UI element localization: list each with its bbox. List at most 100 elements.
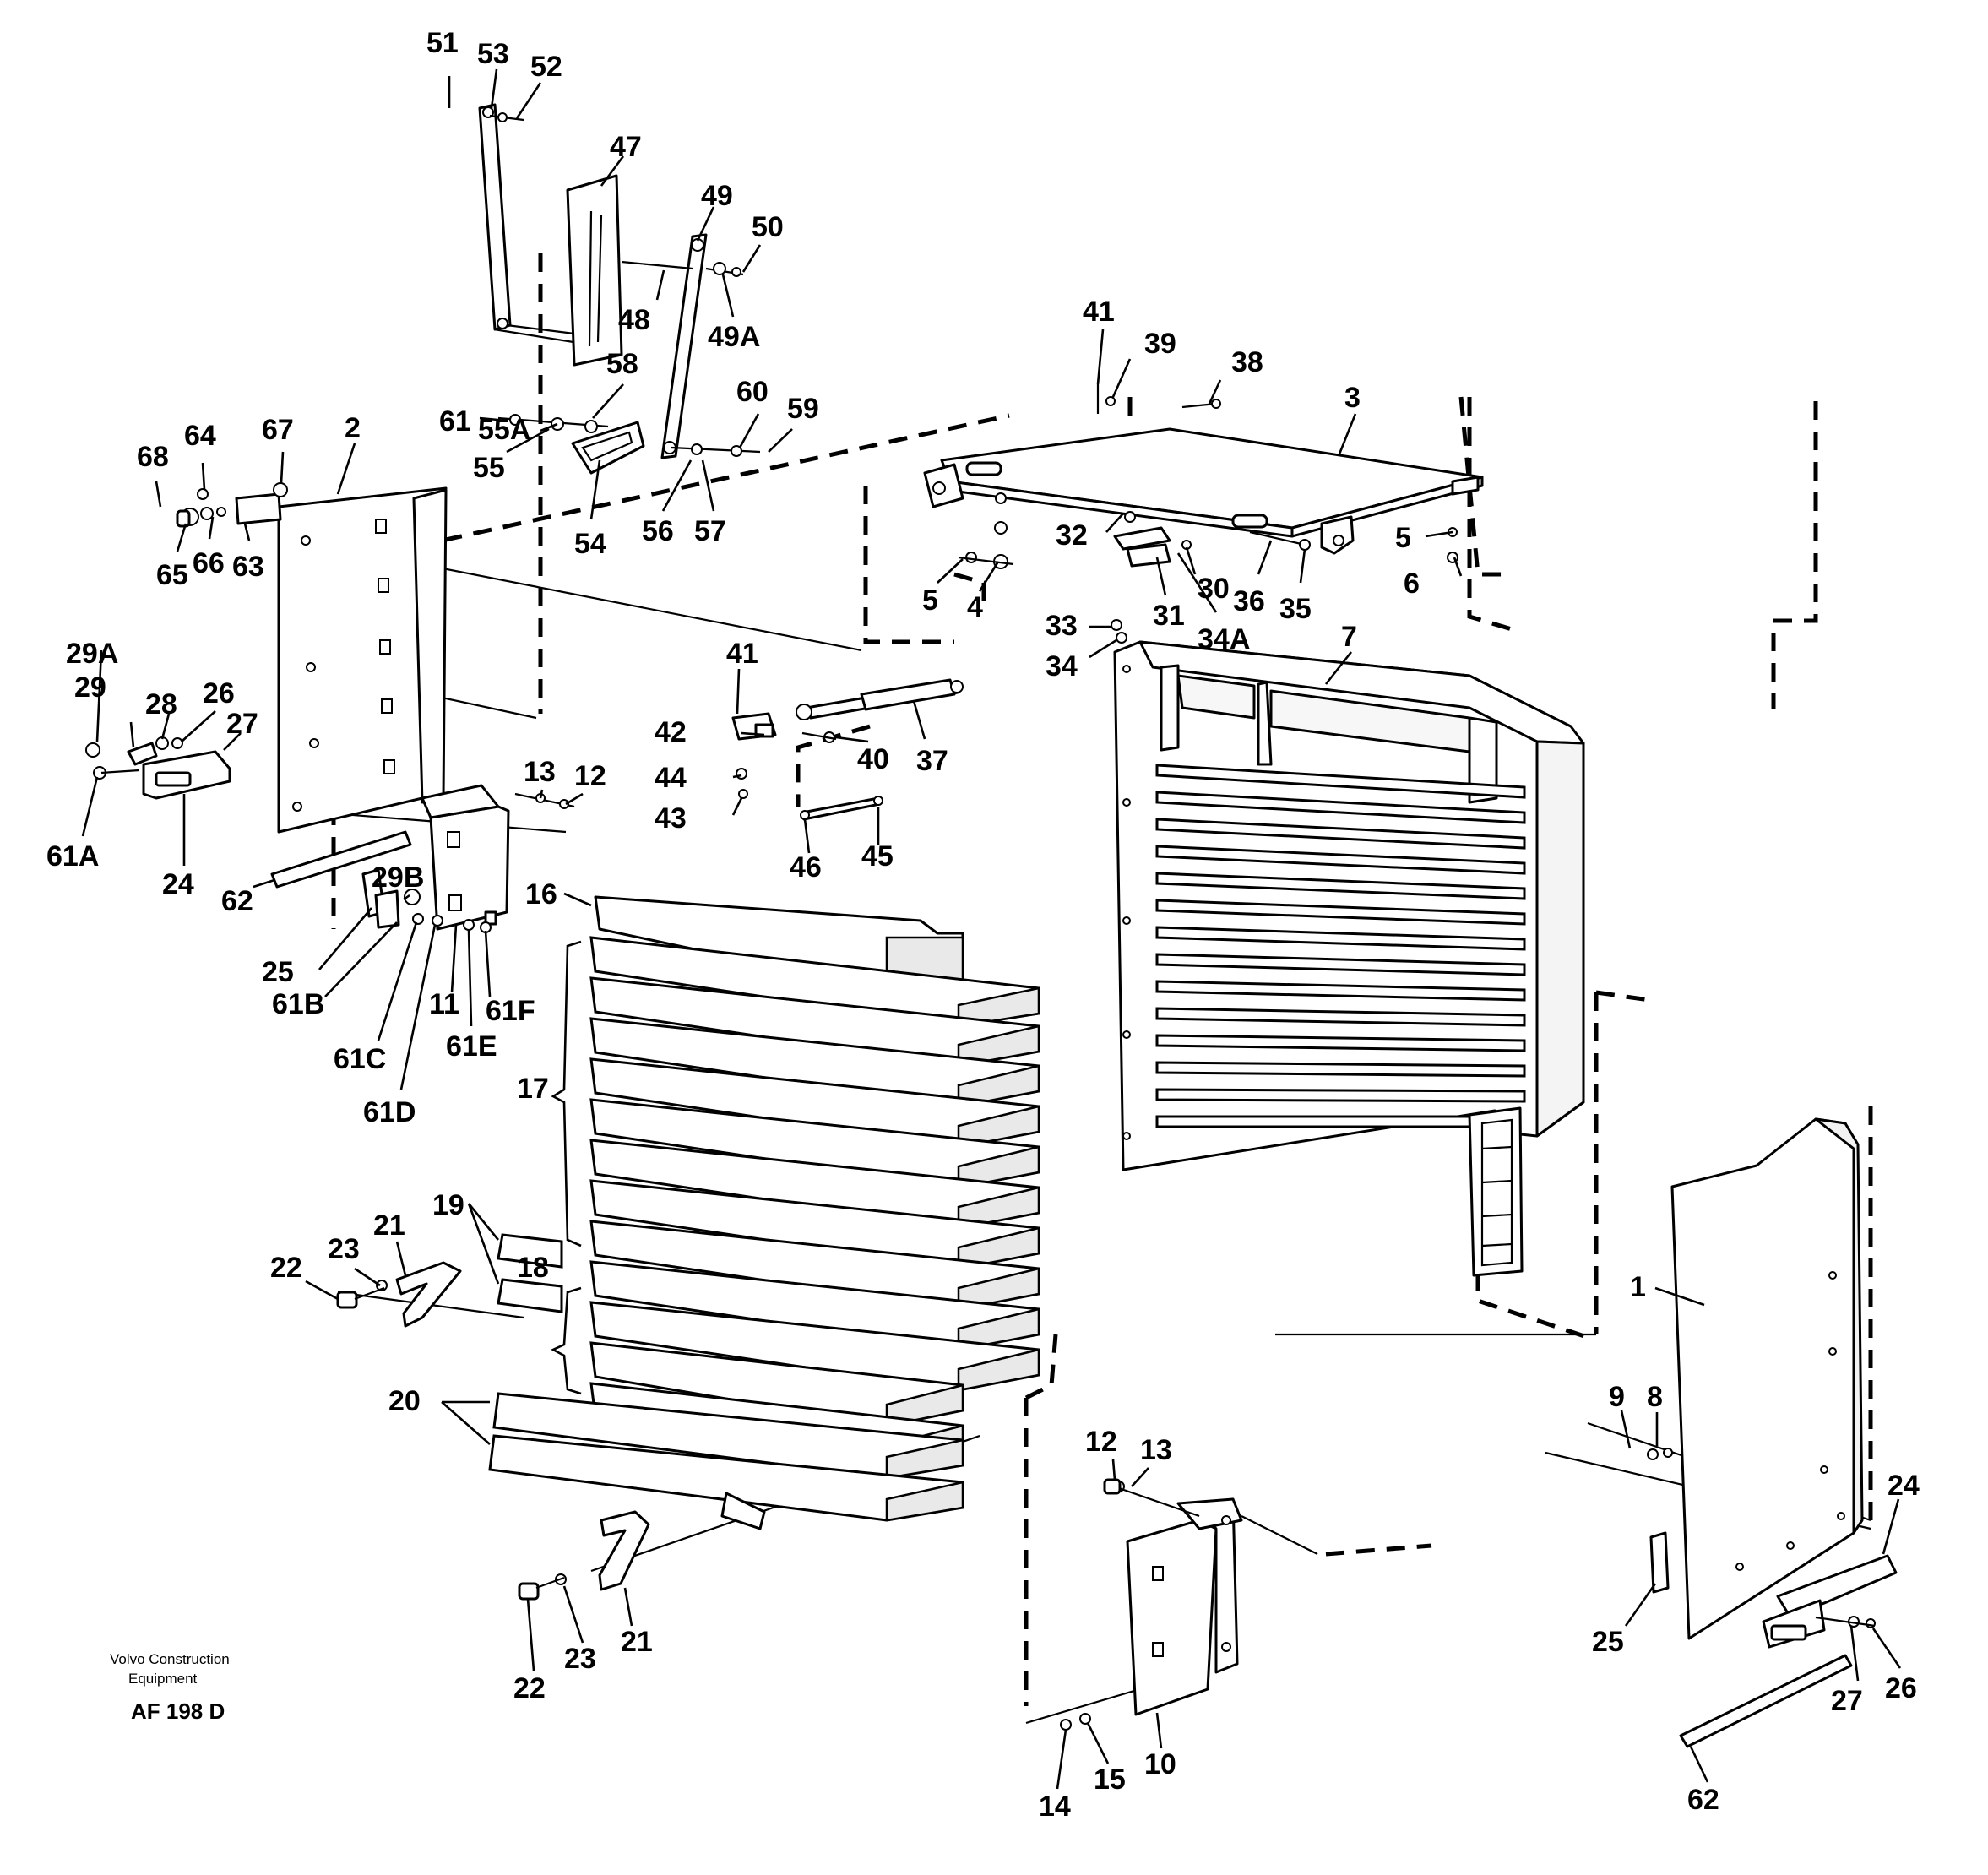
callout: 7 <box>1341 621 1357 653</box>
left-hinge-group <box>85 736 575 933</box>
callout: 49A <box>708 321 760 353</box>
callout: 5 <box>1395 522 1411 554</box>
callout: 11 <box>429 988 459 1020</box>
bracket-63 <box>235 492 282 525</box>
callout: 13 <box>524 756 556 788</box>
callout: 10 <box>1144 1748 1176 1780</box>
clip-21-lower <box>518 1510 650 1601</box>
callout: 22 <box>270 1252 302 1284</box>
plate-2-slots <box>292 519 395 812</box>
callout: 65 <box>156 559 188 591</box>
callout: 9 <box>1609 1381 1625 1413</box>
callout: 27 <box>226 708 258 740</box>
leader-lines <box>81 68 1902 1790</box>
callout: 63 <box>232 551 264 583</box>
plate-11 <box>429 805 510 931</box>
callout: 12 <box>574 760 606 792</box>
callout: 27 <box>1831 1685 1863 1717</box>
louvre-stack <box>488 895 1040 1530</box>
callout: 12 <box>1085 1426 1117 1458</box>
callout: 57 <box>694 515 726 547</box>
callout: 61B <box>272 988 324 1020</box>
callout: 67 <box>262 414 294 446</box>
callout: 50 <box>752 211 784 243</box>
callout: 3 <box>1344 382 1361 414</box>
callout: 36 <box>1233 585 1265 617</box>
callout: 8 <box>1647 1381 1663 1413</box>
bracket-42 <box>731 712 883 821</box>
callout: 29 <box>74 671 106 704</box>
clip-21-upper <box>336 1261 462 1328</box>
callout: 19 <box>432 1189 464 1221</box>
callout: 52 <box>530 51 562 83</box>
gas-strut-37 <box>796 678 964 720</box>
spring-45 <box>801 796 882 821</box>
callout: 25 <box>1592 1626 1624 1658</box>
callout: 13 <box>1140 1434 1172 1466</box>
callout: 2 <box>345 412 361 444</box>
callout: 44 <box>655 762 687 794</box>
callout: 35 <box>1279 593 1312 625</box>
callout: 59 <box>787 393 819 425</box>
callout: 16 <box>525 878 557 910</box>
callout: 17 <box>517 1073 549 1105</box>
callout: 29B <box>372 861 424 894</box>
callout: 33 <box>1046 610 1078 642</box>
callout: 23 <box>564 1643 596 1675</box>
side-plate-2 <box>176 482 448 834</box>
grille-louvres <box>1155 764 1526 1128</box>
hinge-block-30 <box>1113 526 1171 551</box>
callout: 55 <box>473 452 505 484</box>
callout: 15 <box>1094 1764 1126 1796</box>
bracket-10 <box>1060 1478 1243 1731</box>
callout: 38 <box>1231 346 1263 378</box>
callout: 51 <box>426 27 459 59</box>
pin-28 <box>127 742 158 766</box>
title-block: Volvo Construction Equipment AF 198 D <box>110 1651 230 1724</box>
shutter-linkage <box>478 103 761 475</box>
callout: 60 <box>736 376 769 408</box>
callout: 49 <box>701 180 733 212</box>
callout: 62 <box>1687 1784 1719 1816</box>
publisher-line-2: Equipment <box>128 1671 198 1687</box>
callout: 1 <box>1630 1271 1646 1303</box>
callout: 41 <box>1083 296 1115 328</box>
callout: 42 <box>655 716 687 748</box>
callout: 18 <box>517 1252 549 1284</box>
callout: 28 <box>145 688 177 720</box>
callout: 20 <box>388 1385 421 1417</box>
callout: 61A <box>46 840 99 872</box>
callout: 37 <box>916 745 948 777</box>
publisher-line-1: Volvo Construction <box>110 1651 230 1667</box>
callout: 34A <box>1198 623 1250 655</box>
callout: 48 <box>618 304 650 336</box>
callout: 14 <box>1039 1791 1071 1823</box>
callout: 21 <box>621 1626 653 1658</box>
callout: 61C <box>334 1043 386 1075</box>
callout: 4 <box>967 591 983 623</box>
callout: 25 <box>262 956 294 988</box>
callout: 40 <box>857 743 889 775</box>
callout: 68 <box>137 441 169 473</box>
callout: 61D <box>363 1096 416 1128</box>
top-cover-3 <box>923 384 1484 644</box>
callout: 61 <box>439 405 471 438</box>
callout: 30 <box>1198 573 1230 605</box>
right-hinge-group <box>1649 1531 1898 1748</box>
callout: 54 <box>574 528 606 560</box>
rod-62-right <box>1679 1654 1853 1748</box>
callout: 34 <box>1046 650 1078 682</box>
callout: 29A <box>66 638 118 670</box>
callout: 31 <box>1153 600 1185 632</box>
lever-49 <box>660 233 708 459</box>
rod-62-left <box>270 830 412 889</box>
callout: 58 <box>606 348 638 380</box>
callout: 53 <box>477 38 509 70</box>
callout-labels: 51 53 52 47 49 50 48 49A 41 39 38 3 58 6… <box>46 27 1920 1823</box>
callout: 22 <box>513 1672 546 1704</box>
callout: 45 <box>861 840 894 872</box>
callout: 56 <box>642 515 674 547</box>
callout: 55A <box>478 414 530 446</box>
group-braces <box>551 940 582 1395</box>
